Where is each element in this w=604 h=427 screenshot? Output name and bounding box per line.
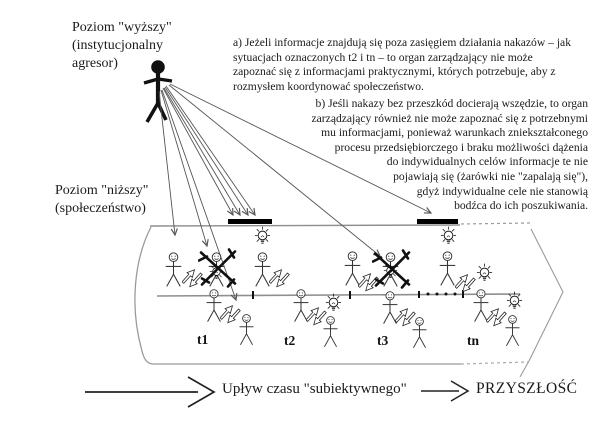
lightbulb-icon xyxy=(506,291,523,309)
future-label: PRZYSZŁOŚĆ xyxy=(476,380,578,397)
exchange-arrows-icon xyxy=(395,307,417,329)
exchange-arrows-icon xyxy=(306,306,328,328)
person-icon xyxy=(504,315,521,347)
time-flow-arrow-icon xyxy=(85,376,216,408)
exchange-arrows-icon xyxy=(269,268,291,290)
lightbulb-icon xyxy=(440,226,457,244)
person-icon xyxy=(344,251,361,286)
upper-level-label: Poziom "wyższy" (instytucjonalny agresor… xyxy=(72,20,172,72)
time-label-t1: t1 xyxy=(197,332,208,347)
exchange-arrows-icon xyxy=(182,268,204,290)
lightbulb-icon xyxy=(325,293,342,311)
lightbulb-icon xyxy=(476,263,493,281)
exchange-arrows-icon xyxy=(358,272,380,294)
exchange-arrows-icon xyxy=(455,273,477,295)
ellipsis-dots xyxy=(426,292,457,296)
person-icon xyxy=(411,317,428,349)
time-label-t2: t2 xyxy=(284,333,295,348)
blocked-person-group xyxy=(372,249,411,289)
command-bar-2 xyxy=(417,219,458,224)
command-fan-arrows xyxy=(158,83,433,302)
person-icon xyxy=(238,314,255,346)
annotation-paragraph-a: a) Jeżeli informacje znajdują się poza z… xyxy=(233,36,571,93)
person-icon xyxy=(254,252,271,287)
person-icon xyxy=(322,316,339,348)
time-label-t3: t3 xyxy=(377,333,388,348)
command-bar-1 xyxy=(228,219,272,224)
person-icon xyxy=(165,252,182,287)
person-icon xyxy=(382,291,398,325)
authority-figure-icon xyxy=(143,60,173,123)
future-arrow-icon xyxy=(421,380,470,402)
lightbulb-icon xyxy=(254,226,271,244)
time-flow-label: Upływ czasu "subiektywnego" xyxy=(222,381,407,397)
lower-level-label: Poziom "niższy" (społeczeństwo) xyxy=(55,183,149,217)
annotation-paragraph-b: b) Jeśli nakazy bez przeszkód docierają … xyxy=(311,97,588,213)
person-icon xyxy=(206,289,222,323)
society-capsule xyxy=(134,222,564,378)
exchange-arrows-icon xyxy=(486,307,508,329)
exchange-arrows-icon xyxy=(220,304,242,326)
time-label-tn: tn xyxy=(467,333,479,348)
person-icon xyxy=(439,251,456,286)
